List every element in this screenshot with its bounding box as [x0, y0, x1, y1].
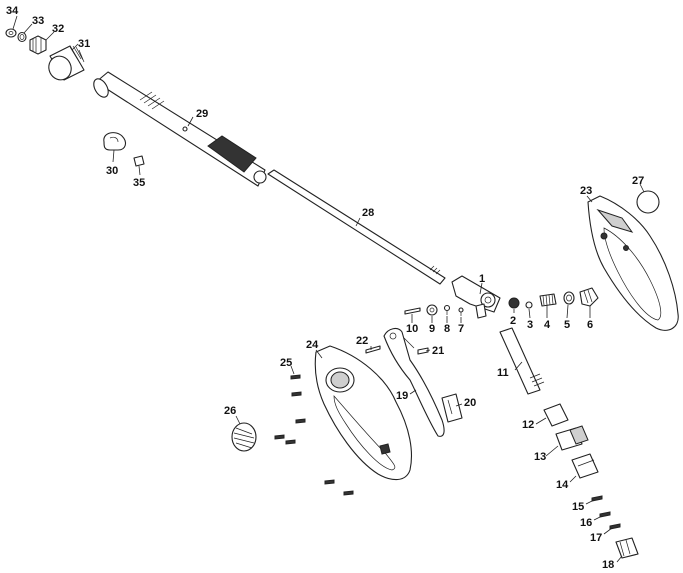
part-24-handle-half-left: [314, 345, 413, 481]
part-30-clamp: [103, 132, 127, 151]
part-9-nut: [426, 304, 438, 316]
part-3-ball: [525, 301, 533, 309]
part-34-washer: [5, 28, 17, 38]
callout-22: 22: [356, 335, 368, 347]
callout-5: 5: [564, 319, 570, 331]
part-26-emblem: [231, 422, 257, 452]
part-32-nozzle-fitting: [29, 35, 47, 55]
callout-29: 29: [196, 108, 208, 120]
part-7-pin: [458, 307, 464, 316]
callout-13: 13: [534, 451, 546, 463]
callout-3: 3: [527, 319, 533, 331]
callout-1: 1: [479, 273, 485, 285]
part-27-badge: [636, 190, 660, 214]
part-6-plug: [579, 287, 599, 307]
part-35-cap: [133, 155, 145, 167]
part-5-o-ring: [563, 291, 575, 305]
part-14-fitting: [571, 453, 599, 479]
callout-35: 35: [133, 177, 145, 189]
callout-32: 32: [52, 23, 64, 35]
callout-27: 27: [632, 175, 644, 187]
leader-lines: [12, 15, 645, 563]
part-21-pin: [417, 347, 429, 355]
callout-6: 6: [587, 319, 593, 331]
part-15-pin: [591, 495, 603, 502]
callout-17: 17: [590, 532, 602, 544]
callout-4: 4: [544, 319, 551, 331]
callout-21: 21: [432, 345, 444, 357]
part-10-pin: [404, 307, 421, 315]
callout-19: 19: [396, 390, 408, 402]
callout-9: 9: [429, 323, 435, 335]
part-13-swivel: [555, 425, 589, 451]
part-8-pin: [443, 304, 451, 315]
callout-18: 18: [602, 559, 614, 571]
callout-10: 10: [406, 323, 418, 335]
part-19-trigger: [383, 327, 445, 437]
part-1-valve-body: [451, 275, 501, 319]
part-33-o-ring: [17, 31, 27, 43]
callout-12: 12: [522, 419, 534, 431]
callout-20: 20: [464, 397, 476, 409]
callout-23: 23: [580, 185, 592, 197]
part-18-end-fitting: [615, 537, 639, 559]
part-16-pin: [599, 511, 611, 518]
part-12-coupler: [543, 403, 569, 427]
callout-7: 7: [458, 323, 464, 335]
part-29-lance-tube: [93, 71, 267, 187]
part-23-handle-half-right: [587, 195, 679, 331]
part-11-inlet-tube: [499, 327, 545, 395]
callout-labels: 34 33 32 31 29 30 35 28 1 2 3 4 5 6 7 8 …: [6, 5, 644, 571]
callout-2: 2: [510, 315, 516, 327]
callout-28: 28: [362, 207, 374, 219]
part-2-seat: [508, 297, 520, 309]
callout-34: 34: [6, 5, 19, 17]
callout-31: 31: [78, 38, 90, 50]
callout-33: 33: [32, 15, 44, 27]
callout-15: 15: [572, 501, 584, 513]
callout-26: 26: [224, 405, 236, 417]
callout-30: 30: [106, 165, 118, 177]
part-25-screws: [274, 374, 354, 496]
part-4-spring: [539, 293, 557, 307]
callout-11: 11: [497, 367, 509, 379]
callout-24: 24: [306, 339, 319, 351]
part-22-pin: [365, 345, 381, 354]
part-31-knurled-nut: [48, 45, 85, 81]
part-20-trigger-lock: [441, 393, 463, 423]
callout-25: 25: [280, 357, 292, 369]
callout-14: 14: [556, 479, 569, 491]
part-17-pin: [609, 523, 621, 530]
callout-8: 8: [444, 323, 450, 335]
part-28-extension-rod: [267, 169, 446, 285]
callout-16: 16: [580, 517, 592, 529]
